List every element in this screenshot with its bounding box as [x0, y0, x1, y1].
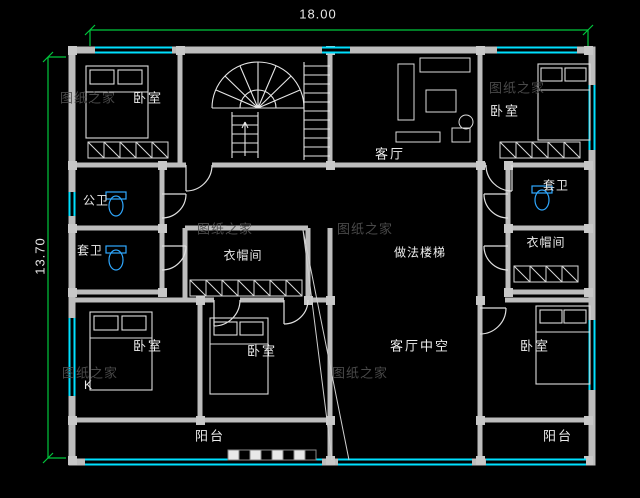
- room-label-living-room: 客厅: [374, 146, 406, 162]
- watermark: 图纸之家: [336, 221, 394, 237]
- room-label-living-void: 客厅中空: [389, 338, 451, 354]
- dimension-lines: [42, 24, 594, 464]
- watermark: 图纸之家: [59, 90, 117, 106]
- windows-core: [70, 48, 594, 464]
- room-label-bedroom-bottom-mid: 卧室: [246, 343, 278, 359]
- bed-top-right: [537, 63, 591, 141]
- room-label-bedroom-bottom-right: 卧室: [519, 338, 551, 354]
- label-k-mark: K: [83, 378, 93, 392]
- room-label-public-bath: 公卫: [82, 193, 110, 208]
- room-label-bedroom-bottom-left: 卧室: [132, 338, 164, 354]
- wardrobe-strips: [87, 141, 581, 297]
- room-label-balcony-left: 阳台: [194, 428, 226, 444]
- railing-detail: [227, 449, 317, 461]
- watermark: 图纸之家: [331, 365, 389, 381]
- bed-bottom-mid: [209, 317, 269, 395]
- watermark: 图纸之家: [196, 221, 254, 237]
- staircase: [211, 61, 330, 160]
- room-label-bedroom-top-right: 卧室: [489, 103, 521, 119]
- watermark: 图纸之家: [61, 365, 119, 381]
- room-label-ensuite-left: 套卫: [76, 243, 104, 258]
- room-label-cloakroom-right: 衣帽间: [526, 235, 566, 250]
- room-label-bedroom-top-left: 卧室: [132, 90, 164, 106]
- dimension-width-label: 18.00: [299, 6, 337, 22]
- void-diagonal: [302, 229, 350, 461]
- bed-bottom-left: [89, 311, 153, 391]
- label-stair-note: 做法楼梯: [393, 245, 447, 260]
- room-label-ensuite-right: 套卫: [542, 178, 570, 193]
- living-room-furniture: [395, 57, 474, 143]
- toilet-fixtures: [105, 185, 553, 271]
- bed-bottom-right: [535, 305, 591, 385]
- room-label-balcony-right: 阳台: [542, 428, 574, 444]
- dimension-height-label: 13.70: [32, 237, 48, 275]
- bed-top-left: [85, 65, 149, 139]
- doors: [161, 164, 513, 335]
- watermark: 图纸之家: [488, 80, 546, 96]
- room-label-cloakroom-center: 衣帽间: [223, 248, 263, 263]
